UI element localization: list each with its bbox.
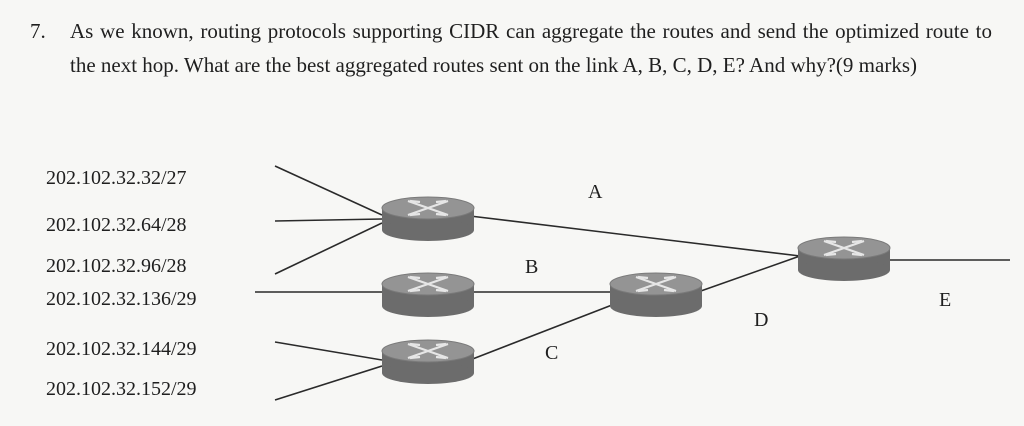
network-label-5: 202.102.32.144/29 <box>46 338 197 360</box>
router-icon <box>608 271 704 319</box>
link-label-c: C <box>545 342 558 364</box>
router-icon <box>796 235 892 283</box>
network-link-5 <box>274 341 383 361</box>
link-c-line <box>469 304 613 361</box>
link-label-d: D <box>754 309 768 331</box>
question: 7. As we known, routing protocols suppor… <box>24 14 992 82</box>
network-label-3: 202.102.32.96/28 <box>46 255 187 277</box>
link-a-line <box>469 215 801 257</box>
network-label-2: 202.102.32.64/28 <box>46 214 187 236</box>
router-icon <box>380 338 476 386</box>
network-label-1: 202.102.32.32/27 <box>46 167 187 189</box>
link-label-e: E <box>939 289 951 311</box>
question-text: As we known, routing protocols supportin… <box>70 19 992 77</box>
network-link-2 <box>274 218 383 222</box>
question-number: 7. <box>30 19 46 43</box>
network-link-3 <box>274 222 383 275</box>
network-link-6 <box>274 365 383 401</box>
router-icon <box>380 195 476 243</box>
link-label-a: A <box>588 181 603 203</box>
network-label-4: 202.102.32.136/29 <box>46 288 197 310</box>
router-icon <box>380 271 476 319</box>
network-label-6: 202.102.32.152/29 <box>46 378 197 400</box>
network-link-1 <box>274 165 383 216</box>
link-d-line <box>697 255 801 293</box>
link-label-b: B <box>525 256 538 278</box>
